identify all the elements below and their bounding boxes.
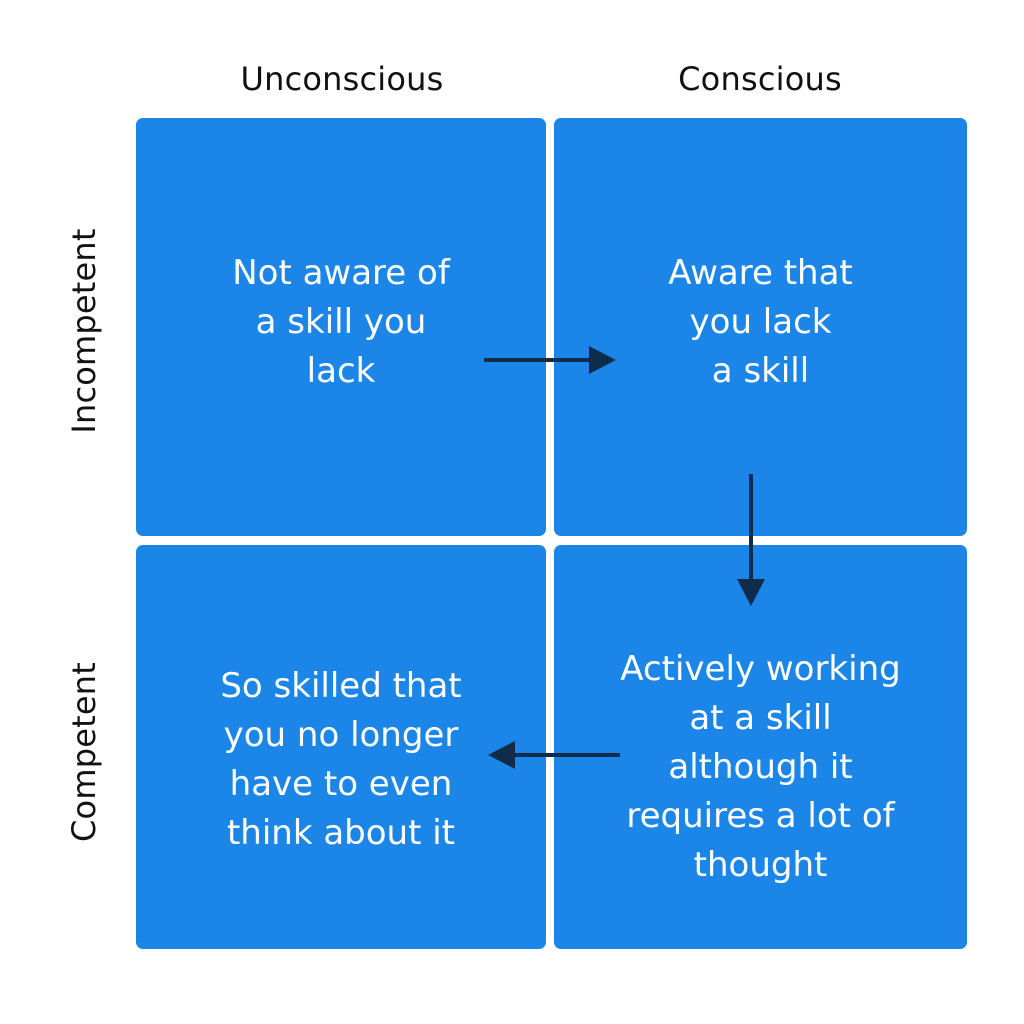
column-header-conscious: Conscious [678, 60, 842, 98]
row-header-competent: Competent [65, 662, 103, 842]
quadrant-unconscious-competence: So skilled that you no longer have to ev… [136, 545, 546, 949]
quadrant-text-unconscious-competence: So skilled that you no longer have to ev… [220, 666, 462, 853]
quadrant-text-conscious-incompetence: Aware that you lack a skill [668, 252, 853, 391]
row-header-incompetent: Incompetent [65, 228, 103, 434]
quadrant-text-conscious-competence: Actively working at a skill although it … [620, 648, 901, 885]
quadrant-unconscious-incompetence: Not aware of a skill you lack [136, 118, 546, 536]
column-header-unconscious: Unconscious [240, 60, 444, 98]
quadrant-conscious-competence: Actively working at a skill although it … [554, 545, 967, 949]
quadrant-conscious-incompetence: Aware that you lack a skill [554, 118, 967, 536]
quadrant-text-unconscious-incompetence: Not aware of a skill you lack [232, 252, 450, 391]
